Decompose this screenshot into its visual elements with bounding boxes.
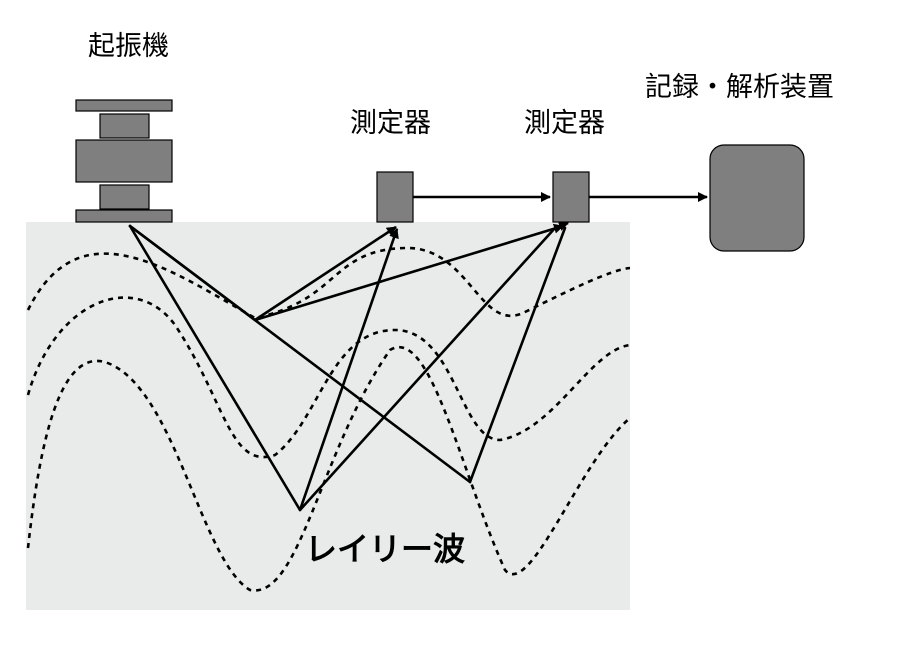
recorder-label: 記録・解析装置 — [645, 72, 834, 103]
recorder-box — [709, 144, 805, 252]
wave-layer-3 — [26, 346, 631, 592]
ray-arrow — [254, 225, 397, 322]
ray-line — [128, 224, 472, 484]
sensor-2-box — [552, 171, 590, 223]
wave-layer-2 — [26, 296, 631, 459]
ray-arrow — [298, 228, 399, 511]
wave-layers — [26, 246, 631, 592]
rayleigh-wave-label: レイリー波 — [305, 530, 466, 568]
ray-arrows — [254, 221, 569, 511]
ray-paths — [128, 224, 567, 512]
ray-line — [298, 226, 557, 512]
ray-arrow — [254, 223, 564, 322]
vibrator-label: 起振機 — [88, 31, 169, 62]
ground-area — [26, 222, 630, 610]
ray-line — [468, 226, 567, 484]
sensor-2-label: 測定器 — [524, 108, 605, 139]
sensor-1-label: 測定器 — [350, 108, 431, 139]
sensor-1-box — [376, 171, 414, 223]
ray-line — [128, 224, 302, 512]
vibrator-device — [75, 99, 173, 223]
ray-arrow — [554, 221, 569, 231]
